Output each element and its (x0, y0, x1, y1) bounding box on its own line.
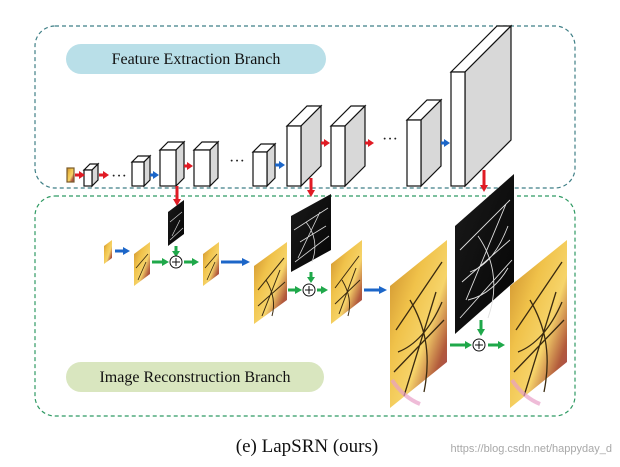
residual-image-1 (168, 200, 184, 246)
reconstruction-branch-label: Image Reconstruction Branch (99, 369, 290, 386)
feature-branch-container (34, 25, 576, 189)
feature-block (130, 154, 152, 188)
feature-block (192, 140, 220, 188)
feature-block (82, 162, 100, 188)
feature-to-residual-arrows (173, 170, 488, 206)
figure-caption: (e) LapSRN (ours) (236, 436, 378, 457)
upsampled-image-1 (134, 242, 150, 286)
ellipsis: ··· (229, 153, 245, 170)
feature-block (405, 98, 443, 188)
input-image-small (66, 167, 75, 183)
ellipsis: ··· (382, 131, 398, 148)
sum-node-icon (169, 255, 183, 269)
feature-block (285, 104, 323, 188)
upsampled-image-3 (390, 240, 447, 408)
reconstruction-arrows (115, 246, 505, 349)
sum-node-icon (472, 338, 486, 352)
watermark: https://blog.csdn.net/happyday_d (451, 443, 612, 455)
feature-maps (66, 24, 513, 188)
feature-block (251, 142, 277, 188)
feature-branch-pill (66, 44, 326, 74)
feature-block (329, 104, 367, 188)
feature-block (449, 24, 513, 188)
ellipsis: ··· (111, 168, 127, 185)
sum-nodes (169, 255, 486, 352)
reconstruction-branch-pill (66, 362, 324, 392)
feature-block (158, 140, 186, 188)
feature-branch-label: Feature Extraction Branch (112, 51, 281, 68)
lr-input-image (104, 240, 112, 264)
upsampled-image-2 (254, 242, 287, 324)
feature-arrows (75, 139, 450, 179)
residual-image-2 (291, 194, 331, 272)
output-image-2x (203, 242, 219, 286)
residual-images (168, 174, 514, 334)
output-image-4x (331, 240, 362, 324)
sum-node-icon (302, 283, 316, 297)
reconstruction-images (104, 240, 567, 408)
residual-image-3 (455, 174, 514, 334)
output-image-8x (510, 240, 567, 408)
